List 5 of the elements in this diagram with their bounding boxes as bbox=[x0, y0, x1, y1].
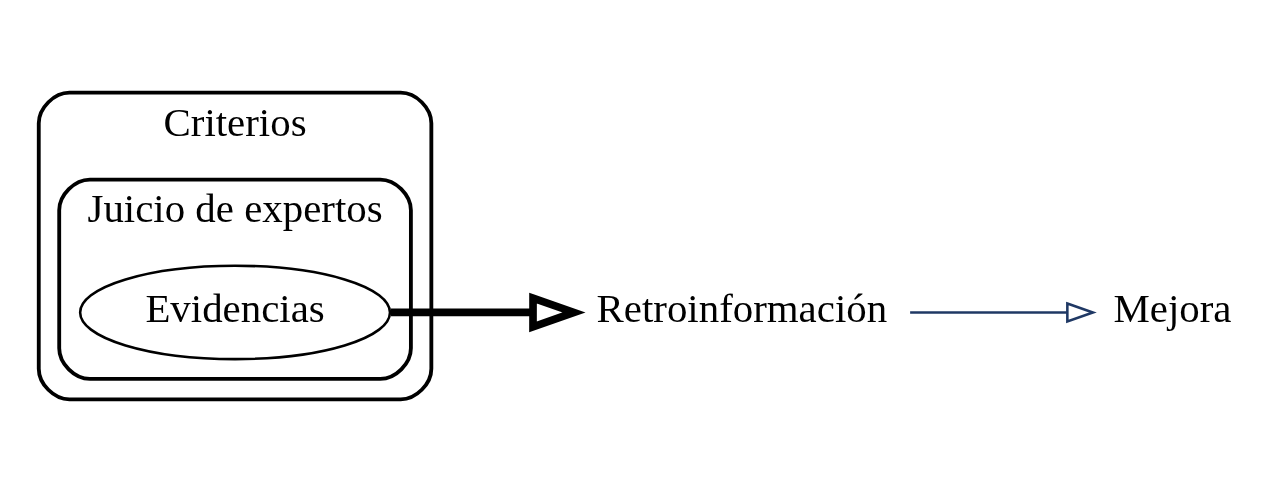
node-text: Retroinformación bbox=[596, 285, 888, 331]
node-ellipse: Evidencias bbox=[78, 263, 392, 360]
arrow bbox=[910, 301, 1097, 323]
arrow bbox=[390, 292, 586, 332]
node-text: Mejora bbox=[1113, 285, 1232, 331]
